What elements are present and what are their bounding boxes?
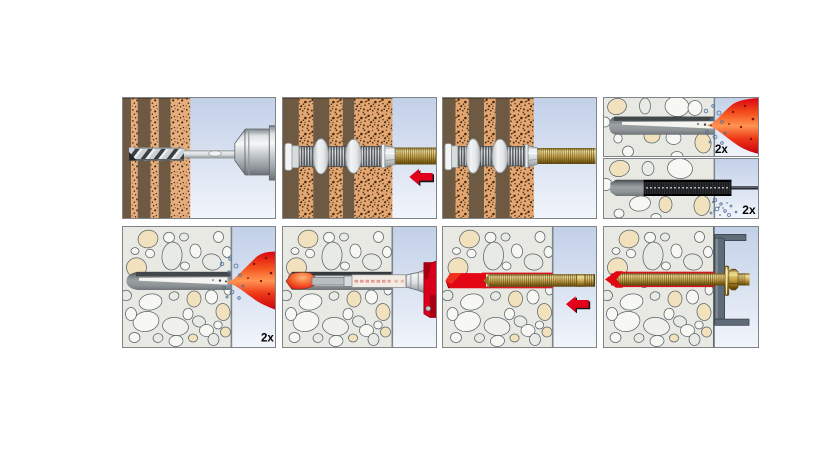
svg-text:2x: 2x xyxy=(742,203,756,217)
svg-text:2x: 2x xyxy=(261,333,274,345)
svg-text:2x: 2x xyxy=(715,144,728,156)
